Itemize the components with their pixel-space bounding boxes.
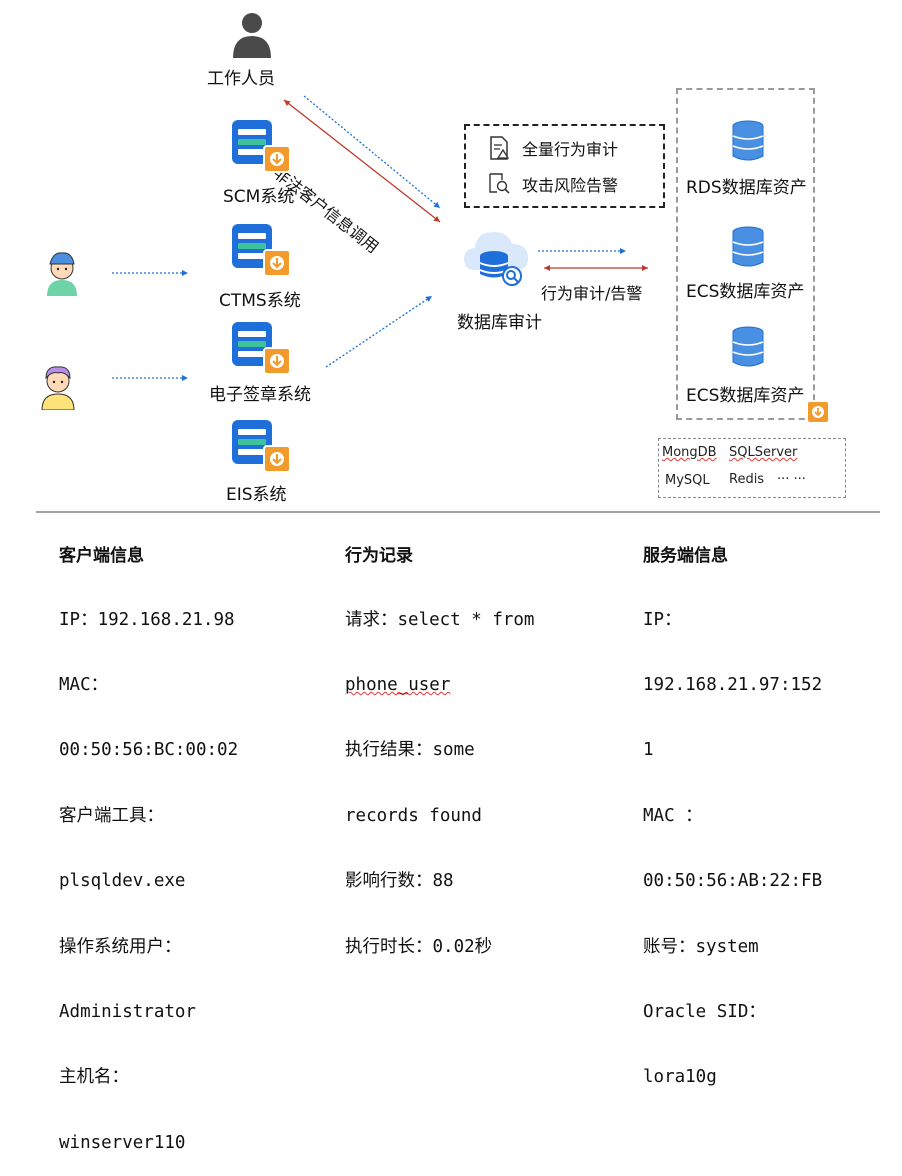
db-label-rds: RDS数据库资产 xyxy=(686,178,807,198)
cloud-database-audit-icon xyxy=(464,232,528,286)
system-label-scm: SCM系统 xyxy=(223,187,295,207)
server-mac-label: MAC ： xyxy=(643,805,703,826)
client-mac-label: MAC： xyxy=(59,674,109,695)
client-tool: plsqldev.exe xyxy=(59,871,186,892)
audit-document-icon xyxy=(490,136,510,160)
client-os-user: Administrator xyxy=(59,1001,196,1022)
db-type-mysql: MySQL xyxy=(665,473,710,488)
risk-search-icon xyxy=(489,173,510,194)
system-label-ctms: CTMS系统 xyxy=(219,291,301,311)
server-ip-label: IP： xyxy=(643,609,682,630)
worker-label: 工作人员 xyxy=(207,69,275,89)
behavior-result-label: 执行结果：some xyxy=(345,740,475,761)
behavior-result: records found xyxy=(345,805,482,826)
audit-features-box: 全量行为审计 攻击风险告警 xyxy=(464,124,665,208)
esign-server-icon xyxy=(232,322,291,375)
client-tool-label: 客户端工具： xyxy=(59,805,164,826)
user-avatar-icon xyxy=(41,366,75,410)
client-host: winserver110 xyxy=(59,1132,186,1153)
db-label-ecs-1: ECS数据库资产 xyxy=(686,282,805,302)
server-mac: 00:50:56:AB:22:FB xyxy=(643,871,823,892)
client-info-lines: IP：192.168.21.98 MAC： 00:50:56:BC:00:02 … xyxy=(59,566,238,1176)
behavior-duration: 执行时长：0.02秒 xyxy=(345,936,493,957)
database-icon xyxy=(732,120,764,161)
feature-label-attack-alert: 攻击风险告警 xyxy=(522,176,619,195)
db-type-sqlserver: SQLServer xyxy=(729,445,798,460)
user-avatar-icon xyxy=(47,252,77,296)
download-badge-icon xyxy=(806,400,830,424)
behavior-request-table: phone_user xyxy=(345,674,451,695)
db-types-legend: MongDB SQLServer MySQL Redis ··· ··· xyxy=(658,438,846,498)
connectors xyxy=(36,95,880,513)
server-sid: lora10g xyxy=(643,1067,717,1088)
esign-to-audit-arrow xyxy=(325,295,433,368)
database-icon xyxy=(732,226,764,267)
server-account: 账号：system xyxy=(643,936,759,957)
server-ip: 192.168.21.97:152 xyxy=(643,674,823,695)
db-type-mongdb: MongDB xyxy=(662,445,717,460)
db-type-redis: Redis xyxy=(729,472,765,487)
server-info-title: 服务端信息 xyxy=(643,546,728,566)
server-sid-label: Oracle SID： xyxy=(643,1001,766,1022)
behavior-request: 请求：select * from xyxy=(345,609,535,630)
client-info-title: 客户端信息 xyxy=(59,546,144,566)
eis-server-icon xyxy=(232,420,291,473)
database-icon xyxy=(732,326,764,367)
feature-label-full-audit: 全量行为审计 xyxy=(522,140,619,159)
scm-server-icon xyxy=(232,120,291,173)
client-host-label: 主机名： xyxy=(59,1067,129,1088)
worker-person-icon xyxy=(233,13,271,58)
database-assets-box xyxy=(676,88,815,420)
db-type-more: ··· ··· xyxy=(777,472,806,487)
behavior-title: 行为记录 xyxy=(345,546,413,566)
server-info-lines: IP： 192.168.21.97:152 1 MAC ： 00:50:56:A… xyxy=(643,566,822,1111)
behavior-lines: 请求：select * from phone_user 执行结果：some re… xyxy=(345,566,534,980)
system-label-eis: EIS系统 xyxy=(226,485,287,505)
ctms-server-icon xyxy=(232,224,291,277)
audit-arrow-label: 行为审计/告警 xyxy=(541,284,643,303)
db-label-ecs-2: ECS数据库资产 xyxy=(686,386,805,406)
client-ip: IP：192.168.21.98 xyxy=(59,609,235,630)
behavior-rows: 影响行数：88 xyxy=(345,871,454,892)
illegal-call-arrow xyxy=(283,99,441,223)
client-mac: 00:50:56:BC:00:02 xyxy=(59,740,239,761)
client-os-user-label: 操作系统用户： xyxy=(59,936,182,957)
audit-label: 数据库审计 xyxy=(457,313,542,333)
server-ip-cont: 1 xyxy=(643,740,654,761)
system-label-esign: 电子签章系统 xyxy=(209,385,311,405)
